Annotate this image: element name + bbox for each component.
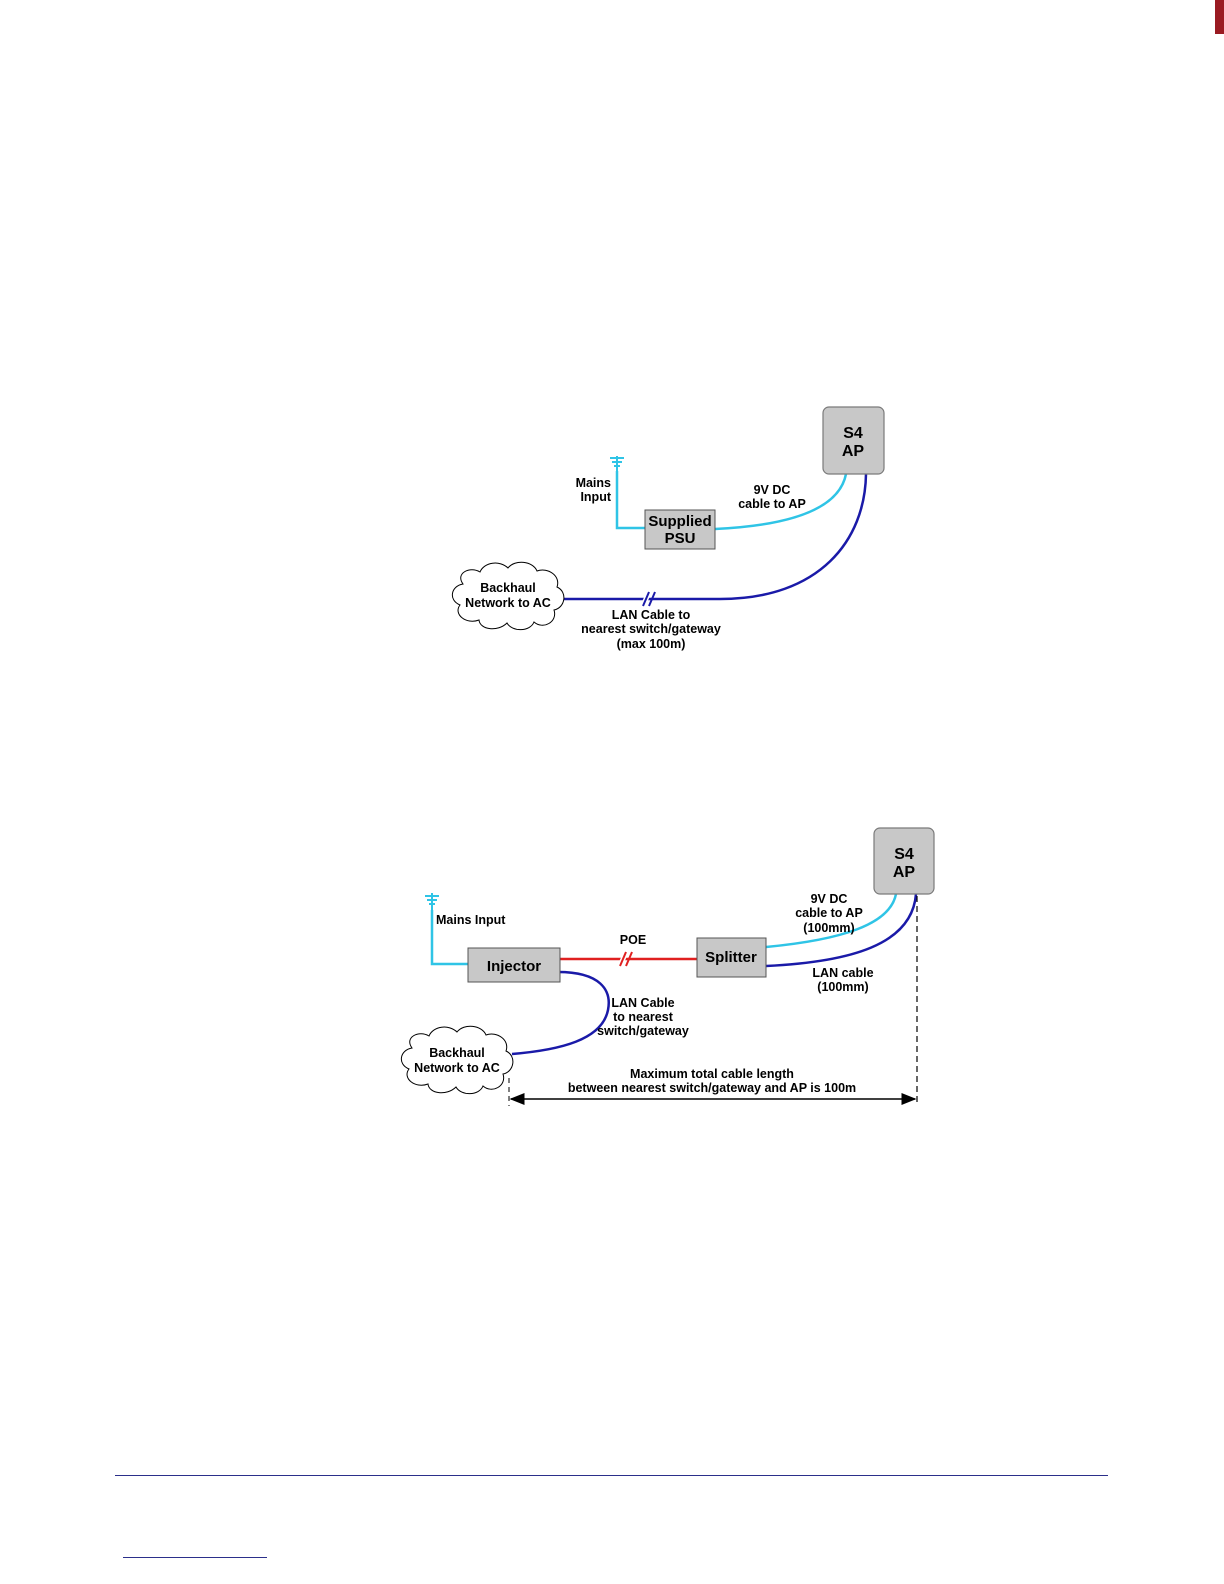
page-edge-bar — [1215, 0, 1224, 34]
cable-break-mark-1 — [640, 591, 656, 607]
ap-label-line1: S4 — [843, 425, 863, 442]
lan-cable-label-line1: LAN Cable to — [612, 608, 691, 622]
backhaul2-label-line2: Network to AC — [414, 1061, 500, 1075]
mains-cable-1 — [615, 471, 645, 530]
psu-label-line1: Supplied — [648, 513, 711, 530]
lan-cable-label-line2: nearest switch/gateway — [581, 622, 721, 636]
mains-input-label: Mains Input — [436, 913, 506, 927]
dc-cable-1 — [714, 473, 848, 531]
lan2-label-line3: switch/gateway — [597, 1024, 689, 1038]
dc-cable-label-line1: 9V DC — [754, 483, 791, 497]
max-length-line2: between nearest switch/gateway and AP is… — [568, 1081, 856, 1095]
backhaul-label-line2: Network to AC — [465, 596, 551, 610]
ap-device-1 — [822, 406, 885, 475]
splitter-box — [696, 937, 767, 978]
ap-label-line2: AP — [842, 443, 865, 460]
mains-symbol-1 — [610, 456, 624, 471]
dc2-label-line2: cable to AP — [795, 906, 863, 920]
poe-label: POE — [620, 933, 646, 947]
lan2-label-line2: to nearest — [613, 1010, 674, 1024]
lan2-label-line1: LAN Cable — [611, 996, 674, 1010]
footer-rule — [115, 1475, 1108, 1476]
dc-cable-2 — [765, 893, 898, 949]
backhaul-cloud-2: Backhaul Network to AC — [401, 1025, 514, 1095]
mains-symbol-2 — [425, 893, 439, 910]
backhaul2-label-line1: Backhaul — [429, 1046, 485, 1060]
lan-short-label-line1: LAN cable — [812, 966, 873, 980]
dc2-label-line1: 9V DC — [811, 892, 848, 906]
mains-label-line2: Input — [580, 490, 611, 504]
lan-cable-2 — [511, 970, 610, 1056]
dc2-label-line3: (100mm) — [803, 921, 854, 935]
injector-label: Injector — [487, 958, 541, 975]
ap2-label-line1: S4 — [894, 846, 914, 863]
lan-short-cable — [765, 893, 918, 968]
diagram-psu-power: S4 AP Supplied PSU Mains Input 9V DC cab… — [452, 406, 885, 651]
mains-cable-2 — [430, 910, 468, 966]
ap2-label-line2: AP — [893, 864, 916, 881]
max-length-line1: Maximum total cable length — [630, 1067, 794, 1081]
mains-label-line1: Mains — [576, 476, 611, 490]
psu-box — [644, 509, 716, 550]
lan-cable-label-line3: (max 100m) — [617, 637, 686, 651]
backhaul-cloud-1: Backhaul Network to AC — [452, 561, 565, 631]
injector-box — [467, 947, 561, 983]
backhaul-label-line1: Backhaul — [480, 581, 536, 595]
lan-cable-1 — [563, 473, 868, 601]
splitter-label: Splitter — [705, 949, 757, 966]
lan-short-label-line2: (100mm) — [817, 980, 868, 994]
footer-link-underline[interactable] — [123, 1557, 267, 1558]
diagram-poe-power: S4 AP Injector Splitter Mains Input POE … — [401, 827, 935, 1106]
ap-device-2 — [873, 827, 935, 895]
cable-break-mark-2 — [617, 951, 633, 967]
dc-cable-label-line2: cable to AP — [738, 497, 806, 511]
psu-label-line2: PSU — [665, 530, 696, 547]
